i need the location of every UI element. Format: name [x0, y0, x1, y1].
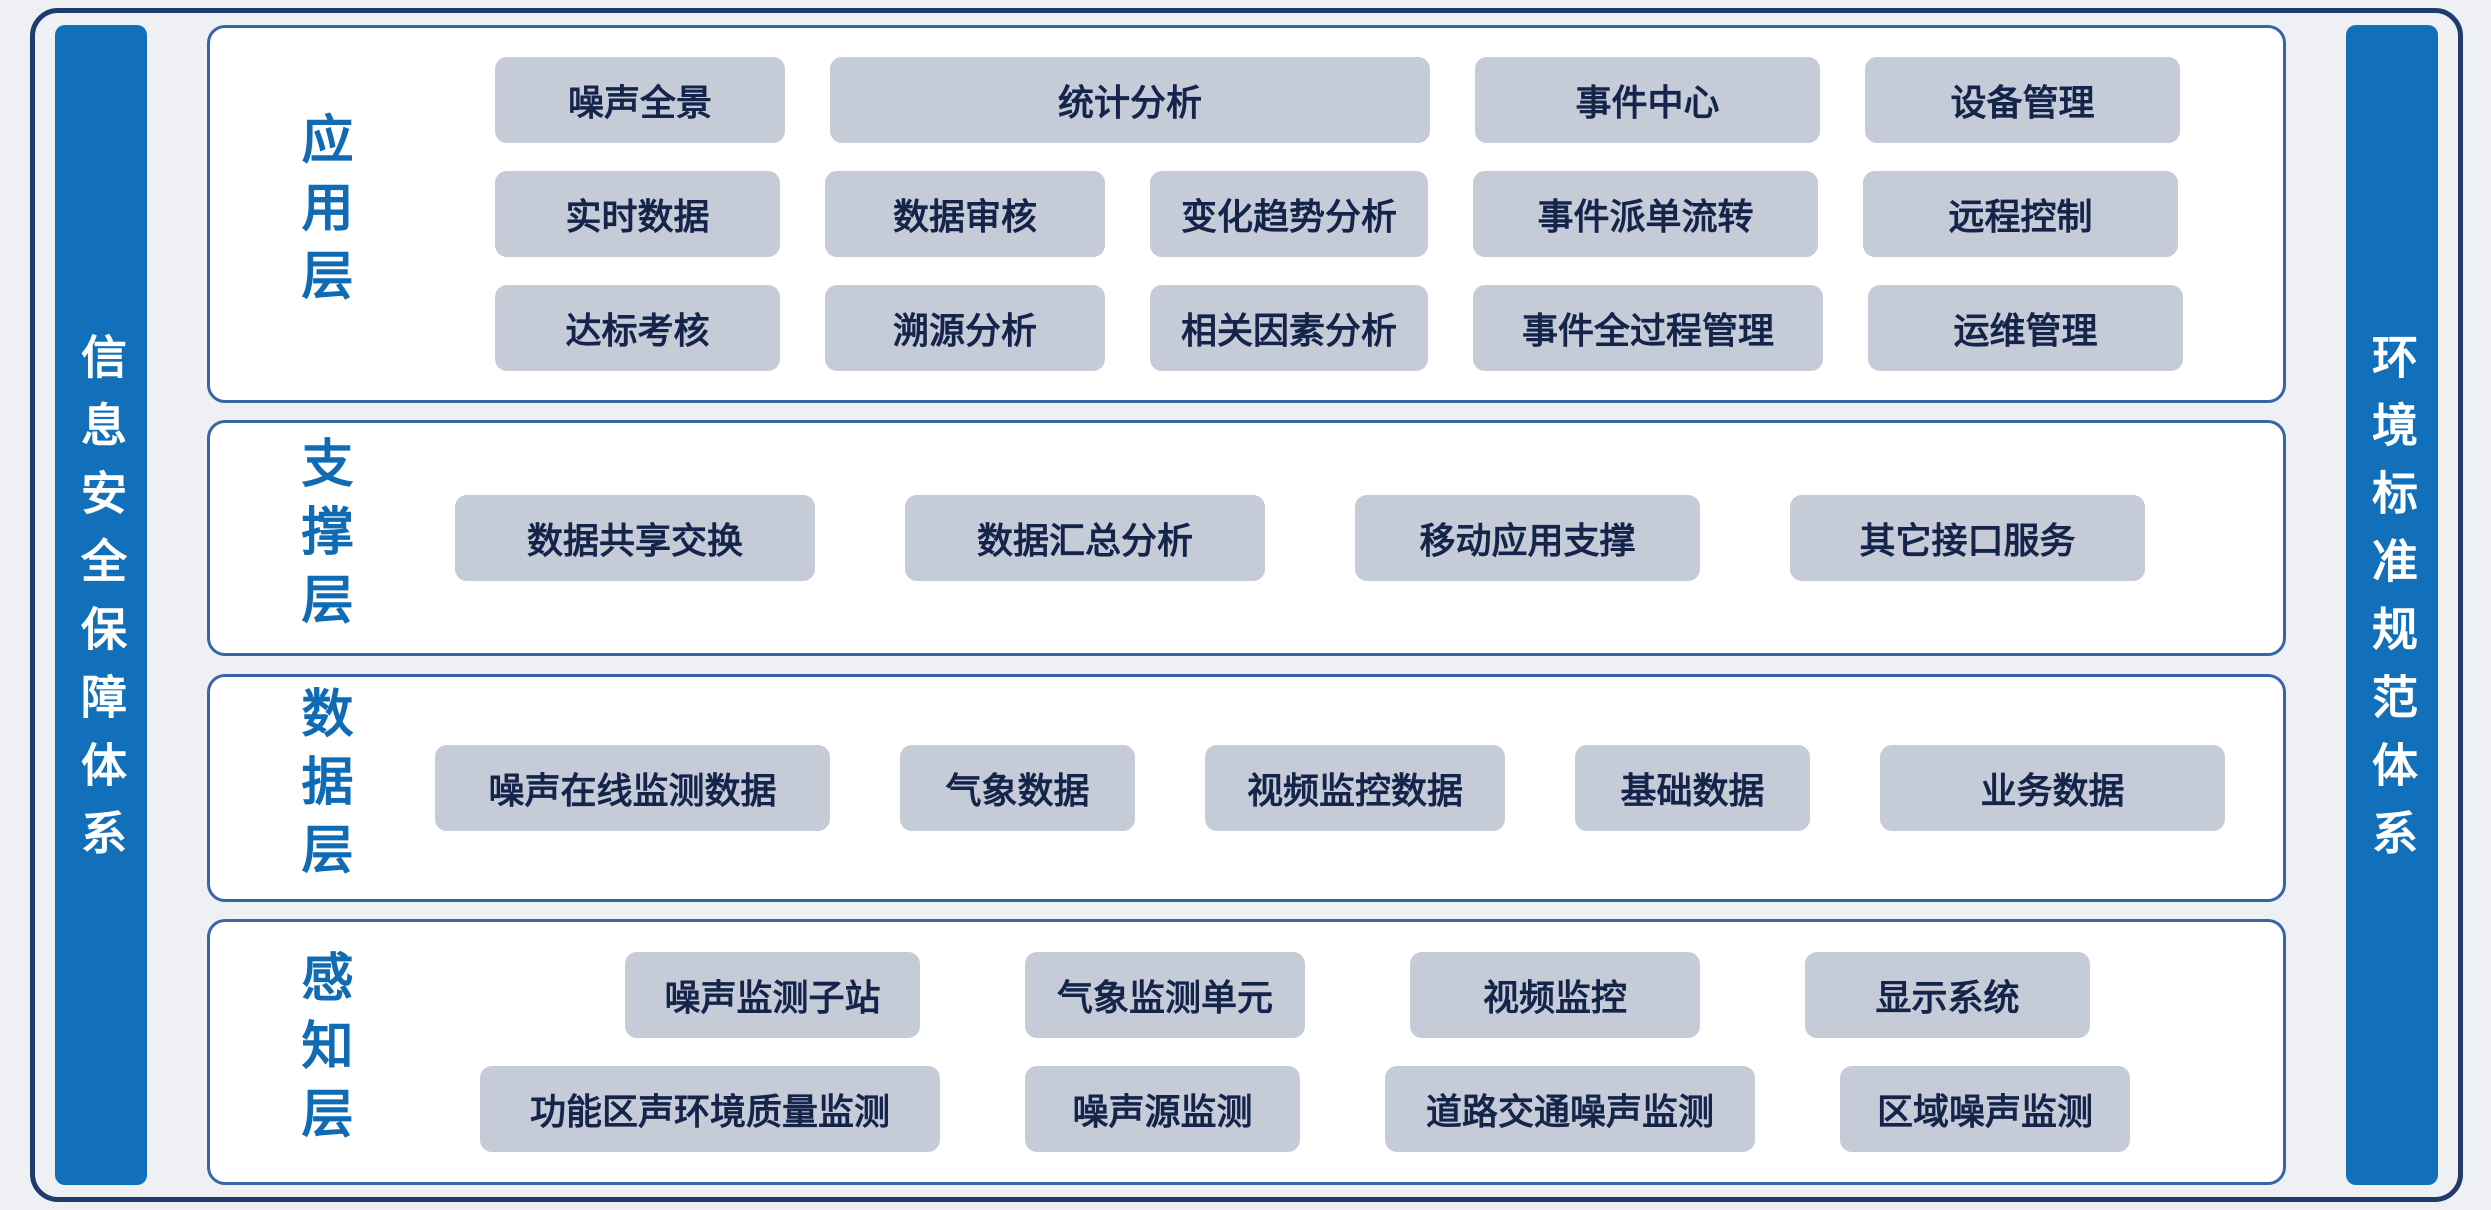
item-chip: 数据汇总分析 [905, 495, 1265, 582]
item-chip: 视频监控 [1410, 951, 1700, 1038]
chip-row: 功能区声环境质量监测 噪声源监测 道路交通噪声监测 区域噪声监测 [435, 1065, 2267, 1152]
item-chip: 事件中心 [1475, 57, 1820, 143]
item-chip: 事件派单流转 [1473, 171, 1818, 257]
item-chip: 噪声全景 [495, 57, 785, 143]
item-chip: 移动应用支撑 [1355, 495, 1700, 582]
chip-row: 达标考核 溯源分析 相关因素分析 事件全过程管理 运维管理 [435, 285, 2267, 371]
layer-label-column: 支撑层 [210, 423, 435, 653]
layer-label-column: 应用层 [210, 28, 435, 400]
layer-data: 数据层 噪声在线监测数据 气象数据 视频监控数据 基础数据 业务数据 [207, 673, 2286, 902]
item-chip: 变化趋势分析 [1150, 171, 1428, 257]
layer-label: 应用层 [293, 112, 351, 316]
right-sidebar: 环境标准规范体系 [2346, 25, 2438, 1185]
item-chip: 相关因素分析 [1150, 285, 1428, 371]
item-chip: 运维管理 [1868, 285, 2183, 371]
layer-rows: 噪声在线监测数据 气象数据 视频监控数据 基础数据 业务数据 [435, 677, 2283, 899]
left-sidebar: 信息安全保障体系 [55, 25, 147, 1185]
layer-rows: 数据共享交换 数据汇总分析 移动应用支撑 其它接口服务 [435, 423, 2283, 653]
layer-perception: 感知层 噪声监测子站 气象监测单元 视频监控 显示系统 功能区声环境质量监测 噪… [207, 918, 2286, 1185]
item-chip: 气象监测单元 [1025, 951, 1305, 1038]
layer-label: 感知层 [293, 949, 351, 1154]
item-chip: 业务数据 [1880, 744, 2225, 831]
item-chip: 设备管理 [1865, 57, 2180, 143]
layer-rows: 噪声监测子站 气象监测单元 视频监控 显示系统 功能区声环境质量监测 噪声源监测… [435, 922, 2283, 1182]
diagram-frame: 信息安全保障体系 应用层 噪声全景 统计分析 事件中心 设备管理 实时数据 [30, 8, 2463, 1202]
layer-label: 支撑层 [293, 436, 351, 641]
layer-label-column: 感知层 [210, 922, 435, 1182]
layer-label: 数据层 [293, 685, 351, 890]
left-sidebar-label: 信息安全保障体系 [75, 333, 127, 877]
item-chip: 功能区声环境质量监测 [480, 1065, 940, 1152]
item-chip: 道路交通噪声监测 [1385, 1065, 1755, 1152]
chip-row: 数据共享交换 数据汇总分析 移动应用支撑 其它接口服务 [435, 495, 2267, 582]
item-chip: 数据共享交换 [455, 495, 815, 582]
item-chip: 远程控制 [1863, 171, 2178, 257]
layer-application: 应用层 噪声全景 统计分析 事件中心 设备管理 实时数据 数据审核 变化趋势分析… [207, 25, 2286, 403]
chip-row: 噪声全景 统计分析 事件中心 设备管理 [435, 57, 2267, 143]
item-chip: 区域噪声监测 [1840, 1065, 2130, 1152]
item-chip: 事件全过程管理 [1473, 285, 1823, 371]
chip-row: 噪声在线监测数据 气象数据 视频监控数据 基础数据 业务数据 [435, 744, 2267, 831]
item-chip: 噪声监测子站 [625, 951, 920, 1038]
chip-row: 实时数据 数据审核 变化趋势分析 事件派单流转 远程控制 [435, 171, 2267, 257]
item-chip: 其它接口服务 [1790, 495, 2145, 582]
item-chip: 统计分析 [830, 57, 1430, 143]
item-chip: 基础数据 [1575, 744, 1810, 831]
item-chip: 数据审核 [825, 171, 1105, 257]
item-chip: 显示系统 [1805, 951, 2090, 1038]
item-chip: 气象数据 [900, 744, 1135, 831]
item-chip: 溯源分析 [825, 285, 1105, 371]
layer-label-column: 数据层 [210, 677, 435, 899]
item-chip: 噪声源监测 [1025, 1065, 1300, 1152]
item-chip: 达标考核 [495, 285, 780, 371]
layer-panels: 应用层 噪声全景 统计分析 事件中心 设备管理 实时数据 数据审核 变化趋势分析… [207, 25, 2286, 1185]
chip-row: 噪声监测子站 气象监测单元 视频监控 显示系统 [435, 951, 2267, 1038]
layer-support: 支撑层 数据共享交换 数据汇总分析 移动应用支撑 其它接口服务 [207, 420, 2286, 657]
layer-rows: 噪声全景 统计分析 事件中心 设备管理 实时数据 数据审核 变化趋势分析 事件派… [435, 28, 2283, 400]
right-sidebar-label: 环境标准规范体系 [2366, 333, 2418, 877]
item-chip: 视频监控数据 [1205, 744, 1505, 831]
item-chip: 实时数据 [495, 171, 780, 257]
item-chip: 噪声在线监测数据 [435, 744, 830, 831]
